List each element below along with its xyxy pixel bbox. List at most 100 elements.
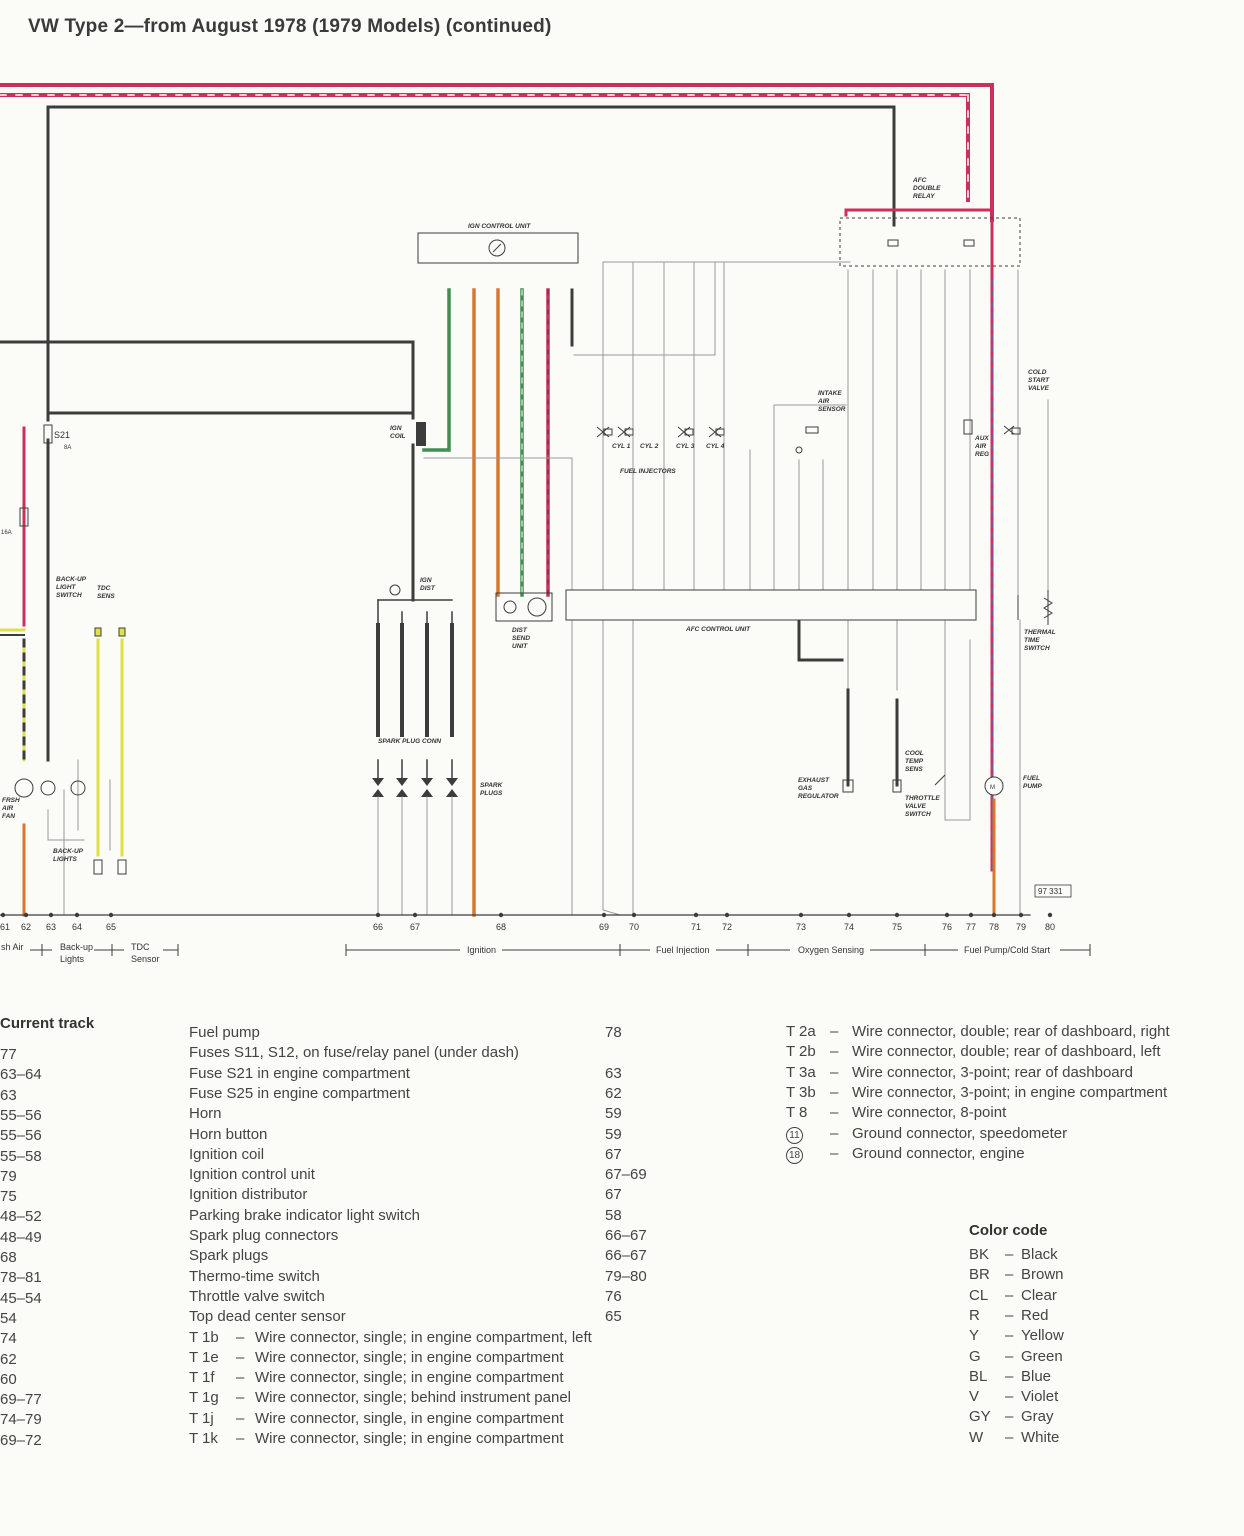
connector-row: T 1k–Wire connector, single; in engine c… (189, 1430, 669, 1448)
lambda-black-wire (797, 620, 844, 662)
track-number: 66 (373, 922, 383, 932)
track-value: 60 (0, 1370, 17, 1388)
color-dash: – (1005, 1428, 1014, 1446)
svg-text:97 331: 97 331 (1038, 887, 1063, 896)
color-abbr: CL (969, 1286, 989, 1304)
svg-text:16A: 16A (1, 530, 12, 536)
svg-text:LIGHT: LIGHT (56, 584, 77, 591)
svg-text:IGN: IGN (390, 425, 402, 432)
color-name: Red (1021, 1306, 1049, 1324)
component-track: 62 (605, 1084, 622, 1102)
right-connector-row: T 3a–Wire connector, 3-point; rear of da… (786, 1064, 1241, 1082)
color-name: Green (1021, 1347, 1063, 1365)
track-junction-dot (48, 912, 54, 918)
color-dash: – (1005, 1388, 1014, 1406)
svg-text:AIR: AIR (974, 443, 987, 450)
green-wire (422, 288, 451, 452)
connector-desc: Wire connector, single; in engine compar… (255, 1430, 564, 1447)
component-track: 78 (605, 1024, 622, 1041)
track-junction-dot (968, 912, 974, 918)
ign-distributor: IGN DIST (389, 577, 436, 596)
svg-text:SENSOR: SENSOR (818, 406, 846, 413)
track-number: 73 (796, 922, 806, 932)
component-track: 76 (605, 1287, 622, 1305)
track-junction-dot (631, 912, 637, 918)
top-black-wire (46, 105, 896, 422)
track-junction-dot (412, 912, 418, 918)
section-back-up-lights-1: Back-up (60, 942, 93, 952)
track-value: 55–56 (0, 1106, 42, 1124)
svg-text:DIST: DIST (420, 585, 436, 592)
connector-code: T 1b (189, 1328, 219, 1346)
fuel-injectors (596, 426, 725, 438)
component-track: 63 (605, 1064, 622, 1082)
section-tdc-sensor-1: TDC (131, 942, 150, 952)
color-abbr: R (969, 1306, 980, 1324)
color-code-row: GY–Gray (969, 1408, 1109, 1426)
svg-text:8A: 8A (64, 445, 71, 451)
svg-text:THERMAL: THERMAL (1024, 629, 1056, 636)
svg-text:EXHAUST: EXHAUST (798, 777, 830, 784)
cold-start-valve: COLD START VALVE (1003, 369, 1050, 435)
connector-row: T 1b–Wire connector, single; in engine c… (189, 1329, 669, 1347)
connector-dash: – (830, 1063, 839, 1081)
connector-row: T 1f–Wire connector, single; in engine c… (189, 1369, 669, 1387)
connector-code: T 1g (189, 1389, 219, 1407)
color-dash: – (1005, 1306, 1014, 1324)
track-value: 48–52 (0, 1208, 42, 1226)
component-row: Fuses S11, S12, on fuse/relay panel (und… (189, 1044, 669, 1062)
dist-send-unit: DIST SEND UNIT (495, 592, 553, 650)
section-oxygen-sensing: Oxygen Sensing (798, 945, 864, 955)
component-track: 58 (605, 1206, 622, 1224)
color-code-heading: Color code (969, 1222, 1048, 1239)
right-connector-row: T 8–Wire connector, 8-point (786, 1104, 1241, 1122)
connector-dash: – (236, 1369, 245, 1387)
ign-control-unit-box: IGN CONTROL UNIT (417, 223, 579, 264)
track-junction-dot (23, 912, 29, 918)
right-connector-row: T 2b–Wire connector, double; rear of das… (786, 1043, 1241, 1061)
ground-connector-icon: 18 (786, 1146, 803, 1164)
component-track: 67 (605, 1186, 622, 1204)
connector-desc: Wire connector, double; rear of dashboar… (852, 1023, 1170, 1040)
svg-text:SWITCH: SWITCH (1024, 645, 1050, 652)
connector-code: T 3b (786, 1083, 816, 1101)
intake-air-sensor: INTAKE AIR SENSOR (795, 390, 846, 454)
track-number: 74 (844, 922, 854, 932)
color-dash: – (1005, 1327, 1014, 1345)
connector-dash: – (830, 1144, 839, 1162)
svg-text:DIST: DIST (512, 627, 528, 634)
track-number: 72 (722, 922, 732, 932)
cool-temp-sens: COOL TEMP SENS (892, 750, 924, 793)
color-code-row: G–Green (969, 1348, 1109, 1366)
track-number: 78 (989, 922, 999, 932)
track-junction-dot (846, 912, 852, 918)
track-value: 78–81 (0, 1269, 42, 1287)
track-number: 71 (691, 922, 701, 932)
throttle-valve-switch: THROTTLE VALVE SWITCH (905, 774, 946, 818)
color-dash: – (1005, 1367, 1014, 1385)
label-spark-plugs-1: SPARK (480, 782, 504, 789)
track-number: 61 (0, 922, 10, 932)
connector-desc: Wire connector, single; in engine compar… (255, 1369, 564, 1387)
track-value: 54 (0, 1309, 17, 1327)
color-code-row: Y–Yellow (969, 1327, 1109, 1345)
component-track: 66–67 (605, 1247, 647, 1265)
label-spark-plug-conn: SPARK PLUG CONN (378, 738, 441, 745)
component-track: 65 (605, 1308, 622, 1326)
track-number: 69 (599, 922, 609, 932)
track-junction-dot (944, 912, 950, 918)
spark-plug-wires (376, 623, 454, 737)
connector-code: T 1k (189, 1430, 218, 1447)
connector-dash: – (830, 1124, 839, 1142)
svg-text:REGULATOR: REGULATOR (798, 793, 839, 800)
page-title: VW Type 2—from August 1978 (1979 Models)… (28, 16, 552, 37)
svg-text:M: M (990, 785, 995, 791)
fuse-s21: S21 8A (43, 424, 71, 451)
track-value: 69–77 (0, 1391, 42, 1409)
connector-code: T 8 (786, 1104, 808, 1122)
component-name: Top dead center sensor (189, 1308, 346, 1326)
